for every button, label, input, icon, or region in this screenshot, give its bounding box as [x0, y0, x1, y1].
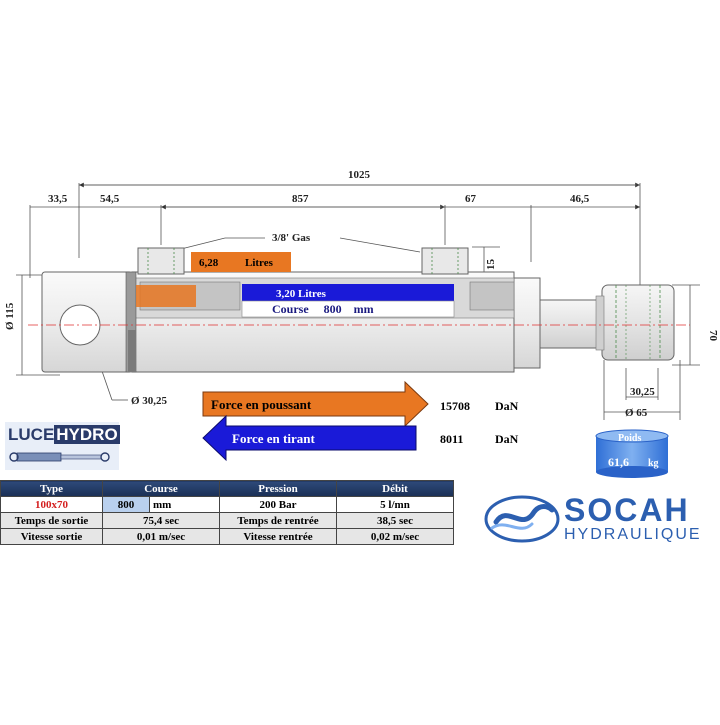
front-chamber-fill	[242, 284, 454, 301]
return-speed-value: 0,02 m/sec	[336, 528, 454, 545]
table-row: Temps de sortie 75,4 sec Temps de rentré…	[0, 512, 454, 529]
exit-time-value: 75,4 sec	[102, 512, 220, 529]
rear-pin-diameter-label: Ø 30,25	[131, 395, 168, 407]
port-height-label: 15	[485, 259, 497, 271]
push-force-arrow: Force en poussant	[202, 380, 429, 428]
push-force-value: 15708	[440, 399, 470, 413]
pull-force-value: 8011	[440, 432, 463, 446]
exit-speed-label: Vitesse sortie	[0, 528, 103, 545]
pressure-value: 200 Bar	[219, 496, 337, 513]
weight-value: 61,6	[608, 455, 629, 469]
header-pression: Pression	[219, 480, 337, 497]
pull-force-label: Force en tirant	[232, 431, 315, 446]
pull-force-unit: DaN	[495, 432, 519, 446]
port-offset-front-label: 67	[465, 193, 477, 205]
rod-eye-diameter-label: Ø 65	[625, 407, 648, 419]
socah-hydraulique-logo: SOCAH HYDRAULIQUE	[482, 492, 708, 546]
table-row: Vitesse sortie 0,01 m/sec Vitesse rentré…	[0, 528, 454, 545]
stroke-box	[241, 300, 455, 318]
cylinder-icon	[9, 452, 110, 462]
rear-volume-value: 6,28	[199, 257, 219, 269]
rear-chamber-fill	[136, 252, 291, 307]
body-diameter-label: Ø 115	[4, 302, 16, 330]
weight-unit: kg	[648, 458, 659, 469]
socah-name: SOCAH	[564, 492, 690, 528]
return-time-value: 38,5 sec	[336, 512, 454, 529]
port-thread-label: 3/8' Gas	[272, 232, 311, 244]
rod-eye-height-label: 70	[707, 330, 719, 342]
port-spacing-label: 857	[292, 193, 309, 205]
course-unit: mm	[149, 496, 220, 513]
dimension-lines	[16, 182, 700, 420]
header-type: Type	[0, 480, 103, 497]
weight-label: Poids	[618, 433, 641, 444]
flow-value: 5 l/mn	[336, 496, 454, 513]
weight-badge: Poids 61,6 kg	[595, 429, 669, 478]
push-force-unit: DaN	[495, 399, 519, 413]
push-force-label: Force en poussant	[211, 397, 312, 412]
spec-table: Type Course Pression Débit 100x70 800 mm…	[0, 480, 454, 545]
exit-speed-value: 0,01 m/sec	[102, 528, 220, 545]
rod-pin-label: 30,25	[630, 386, 655, 398]
rear-volume-unit: Litres	[245, 257, 274, 269]
stroke-label: Course 800 mm	[272, 302, 374, 316]
exit-time-label: Temps de sortie	[0, 512, 103, 529]
socah-subtitle: HYDRAULIQUE	[564, 526, 702, 543]
rear-offset-label: 33,5	[48, 193, 68, 205]
return-speed-label: Vitesse rentrée	[219, 528, 337, 545]
socah-emblem-icon	[484, 495, 560, 543]
spec-table-header: Type Course Pression Débit	[0, 480, 454, 497]
pull-force-arrow: Force en tirant	[202, 414, 417, 462]
total-length-label: 1025	[348, 169, 371, 181]
type-value: 100x70	[0, 496, 103, 513]
return-time-label: Temps de rentrée	[219, 512, 337, 529]
table-row: 100x70 800 mm 200 Bar 5 l/mn	[0, 496, 454, 513]
front-volume-label: 3,20 Litres	[276, 288, 327, 300]
header-course: Course	[102, 480, 220, 497]
course-value: 800	[102, 496, 150, 513]
port-offset-rear-label: 54,5	[100, 193, 120, 205]
header-debit: Débit	[336, 480, 454, 497]
rod-end-length-label: 46,5	[570, 193, 590, 205]
